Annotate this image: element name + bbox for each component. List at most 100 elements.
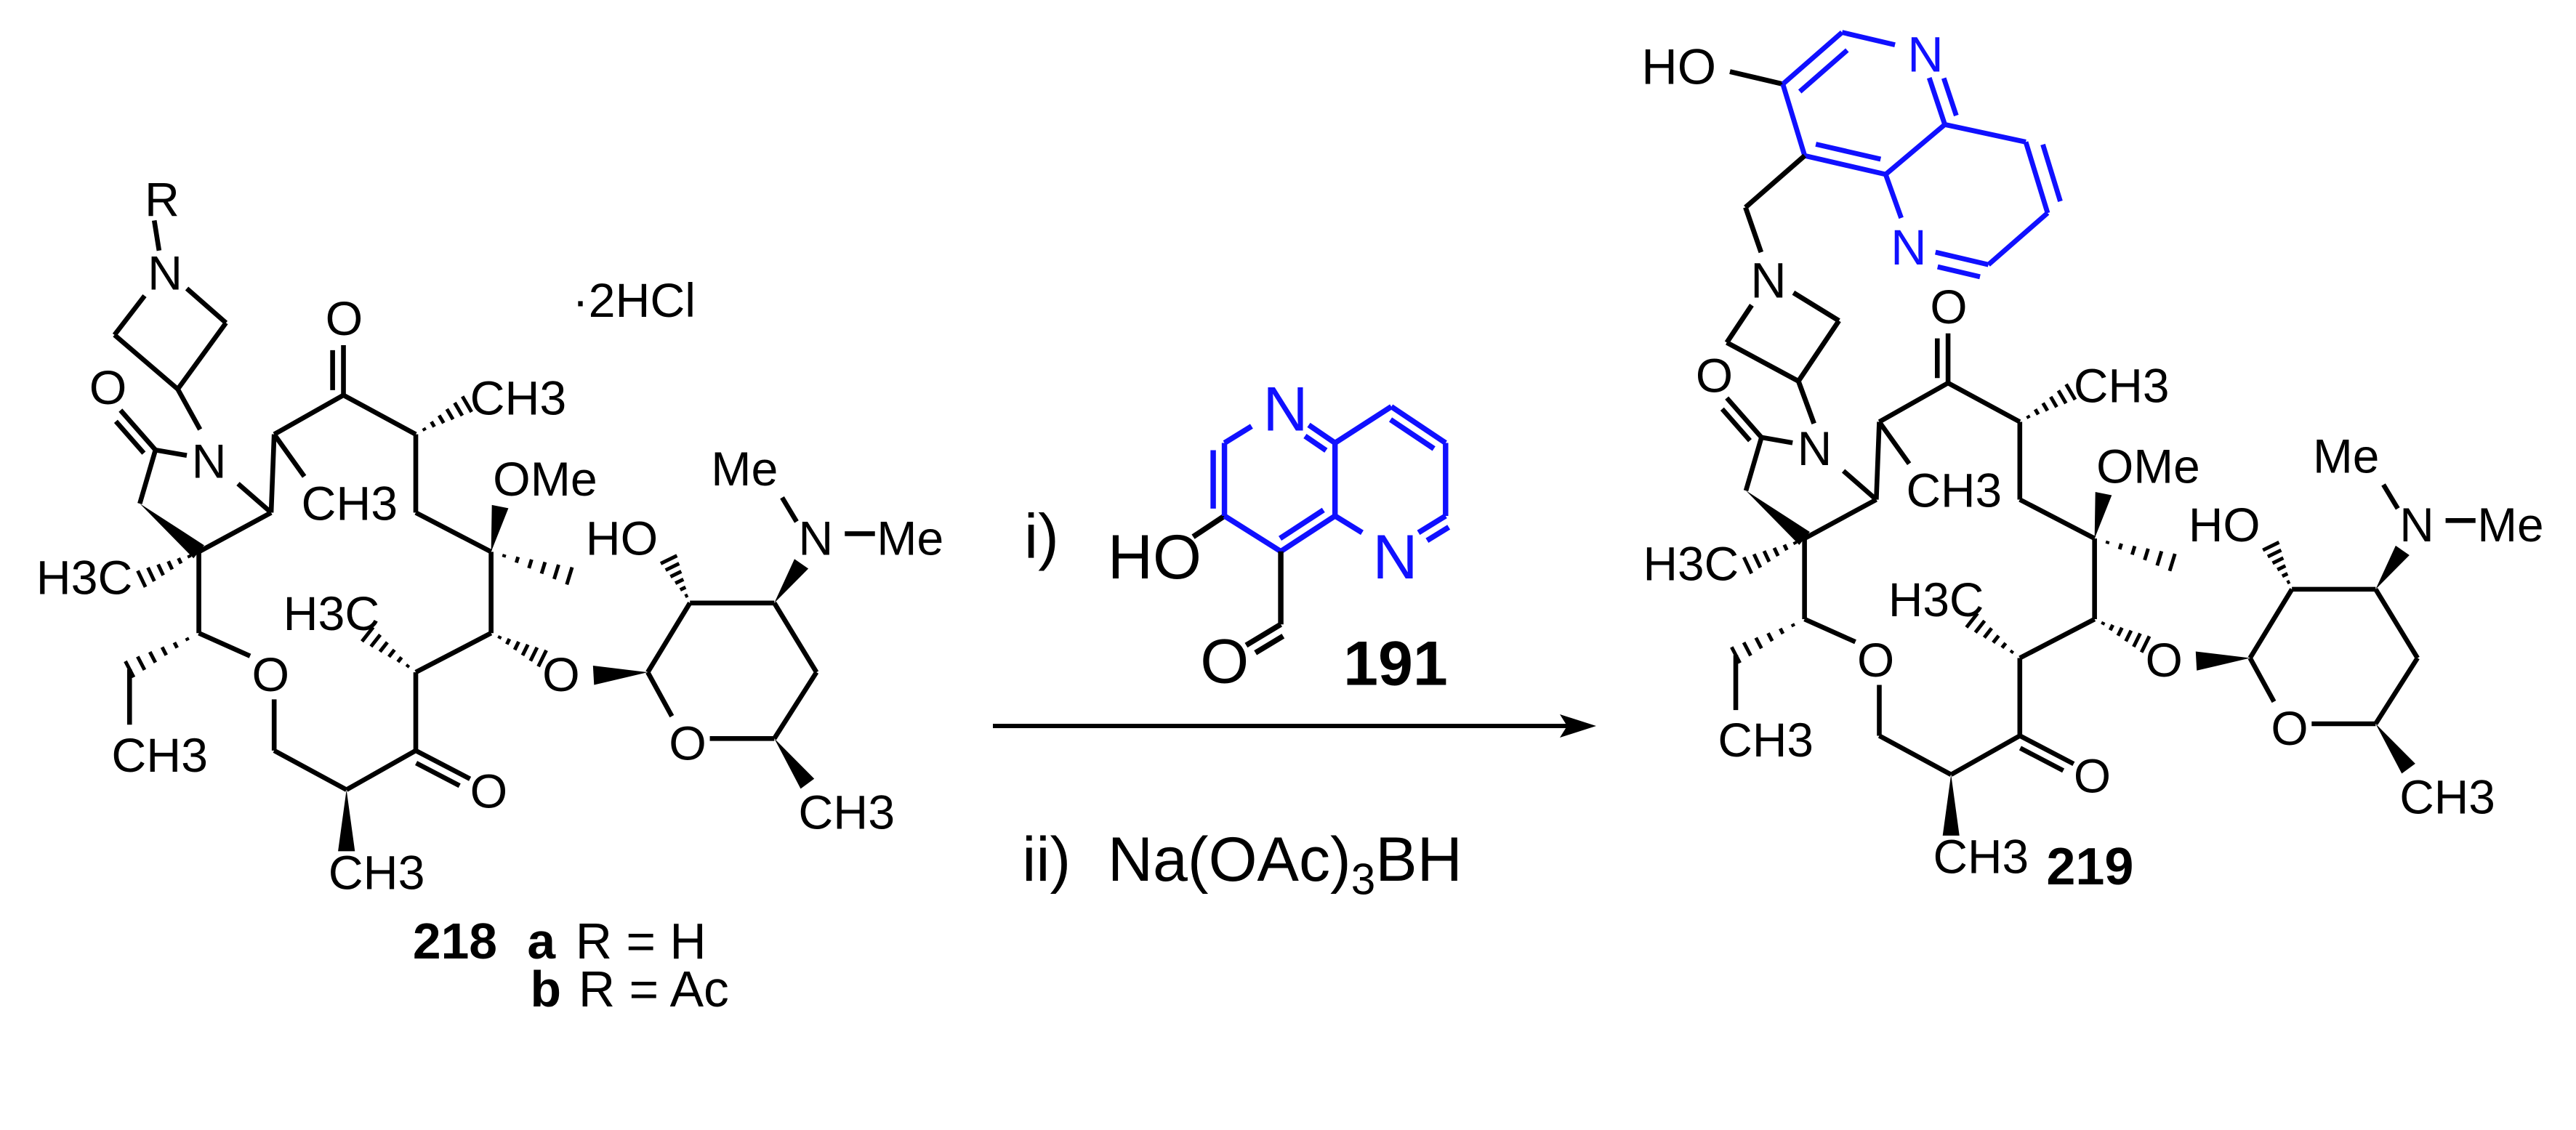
wedge-bond — [1942, 774, 1960, 836]
bond — [1744, 153, 1807, 209]
bond — [2262, 541, 2280, 552]
bond — [2105, 540, 2110, 545]
methoxy-label: OMe — [493, 453, 597, 507]
bond — [1303, 434, 1328, 453]
methyl-label: CH3 — [2074, 358, 2170, 412]
bond — [2108, 623, 2115, 631]
step-2-label: ii) — [1022, 825, 1071, 895]
bond — [198, 631, 251, 658]
bond — [151, 219, 162, 251]
carbonyl-oxygen: O — [89, 361, 127, 415]
bond — [536, 649, 548, 668]
bond — [414, 510, 493, 554]
bond — [2000, 642, 2008, 649]
hashed-bond — [1965, 612, 2015, 655]
wedge-bond — [2094, 491, 2112, 538]
bond — [405, 663, 411, 669]
bond — [422, 427, 427, 432]
methyl-label: H3C — [1643, 537, 1739, 591]
bond — [2130, 545, 2137, 556]
bond — [1729, 69, 1784, 87]
bond — [112, 294, 147, 336]
azetidine-nitrogen: N — [148, 247, 182, 301]
bond — [2168, 553, 2177, 572]
variant-a-text: R = H — [576, 913, 707, 969]
bond — [1934, 249, 1989, 267]
bond — [1754, 637, 1763, 650]
bond — [514, 556, 520, 564]
bond — [1425, 525, 1451, 544]
wedge-bond — [491, 504, 509, 552]
bond — [1244, 622, 1282, 648]
hashed-bond — [2101, 621, 2152, 653]
bond — [512, 640, 520, 651]
bond — [175, 321, 228, 391]
bond — [177, 557, 183, 565]
bond — [437, 414, 446, 424]
bond — [1766, 632, 1774, 642]
bond — [1772, 546, 1780, 557]
bond — [1790, 623, 1796, 628]
methyl-label: CH3 — [1933, 830, 2029, 884]
bond — [1874, 421, 1882, 500]
azetidine-nitrogen: N — [1750, 253, 1787, 309]
bond — [1779, 627, 1785, 635]
methyl-label: CH3 — [798, 786, 895, 840]
bond — [2266, 548, 2282, 559]
amine-nitrogen: N — [2399, 498, 2434, 552]
bond — [1877, 381, 1949, 424]
bond — [1796, 380, 1816, 424]
bond — [1417, 513, 1447, 536]
wedge-bond — [2375, 724, 2415, 774]
wedge-bond — [774, 738, 815, 789]
nitrogen-label: N — [1372, 522, 1417, 592]
bond — [461, 395, 473, 413]
bond — [172, 641, 179, 649]
r-group-label: R — [145, 174, 180, 227]
bond — [1982, 626, 1993, 639]
hashed-bond — [2026, 383, 2077, 419]
bond — [2247, 656, 2277, 703]
wedge-bond — [1746, 491, 1810, 545]
bond — [505, 638, 512, 645]
bond — [2281, 572, 2289, 578]
bond — [1223, 513, 1283, 554]
bond — [137, 449, 158, 504]
bond — [166, 560, 174, 570]
bond — [772, 671, 819, 740]
compound-number-218: 218 — [413, 913, 497, 969]
bond — [772, 602, 819, 674]
sugar-ring-oxygen: O — [669, 717, 707, 770]
methyl-label: H3C — [36, 551, 133, 605]
bond — [1884, 122, 1947, 177]
bond — [1841, 469, 1878, 501]
bond — [1279, 507, 1325, 541]
bond — [2018, 733, 2075, 767]
bond — [1390, 404, 1447, 445]
amine-nitrogen: N — [798, 512, 833, 565]
naphthyridine-nitrogen: N — [1891, 219, 1927, 275]
bond — [565, 566, 574, 586]
methyl-label: CH3 — [111, 729, 208, 783]
bond — [1877, 420, 1912, 466]
carbonyl-oxygen: O — [1696, 348, 1733, 402]
bond — [187, 554, 192, 559]
bond — [124, 660, 136, 679]
hashed-bond — [422, 395, 473, 432]
variant-a-letter: a — [527, 913, 556, 969]
bond — [2117, 543, 2123, 550]
wedge-bond — [338, 789, 355, 852]
bond — [2271, 556, 2285, 565]
bond — [1936, 264, 1981, 280]
bond — [136, 655, 147, 671]
bond — [1307, 422, 1337, 445]
bond — [1965, 612, 1979, 629]
bond — [156, 563, 165, 576]
bond — [2049, 395, 2058, 408]
wedge-bond — [2375, 545, 2410, 589]
methyl-label: H3C — [283, 587, 380, 641]
bond — [1752, 553, 1763, 569]
bond — [273, 392, 345, 437]
